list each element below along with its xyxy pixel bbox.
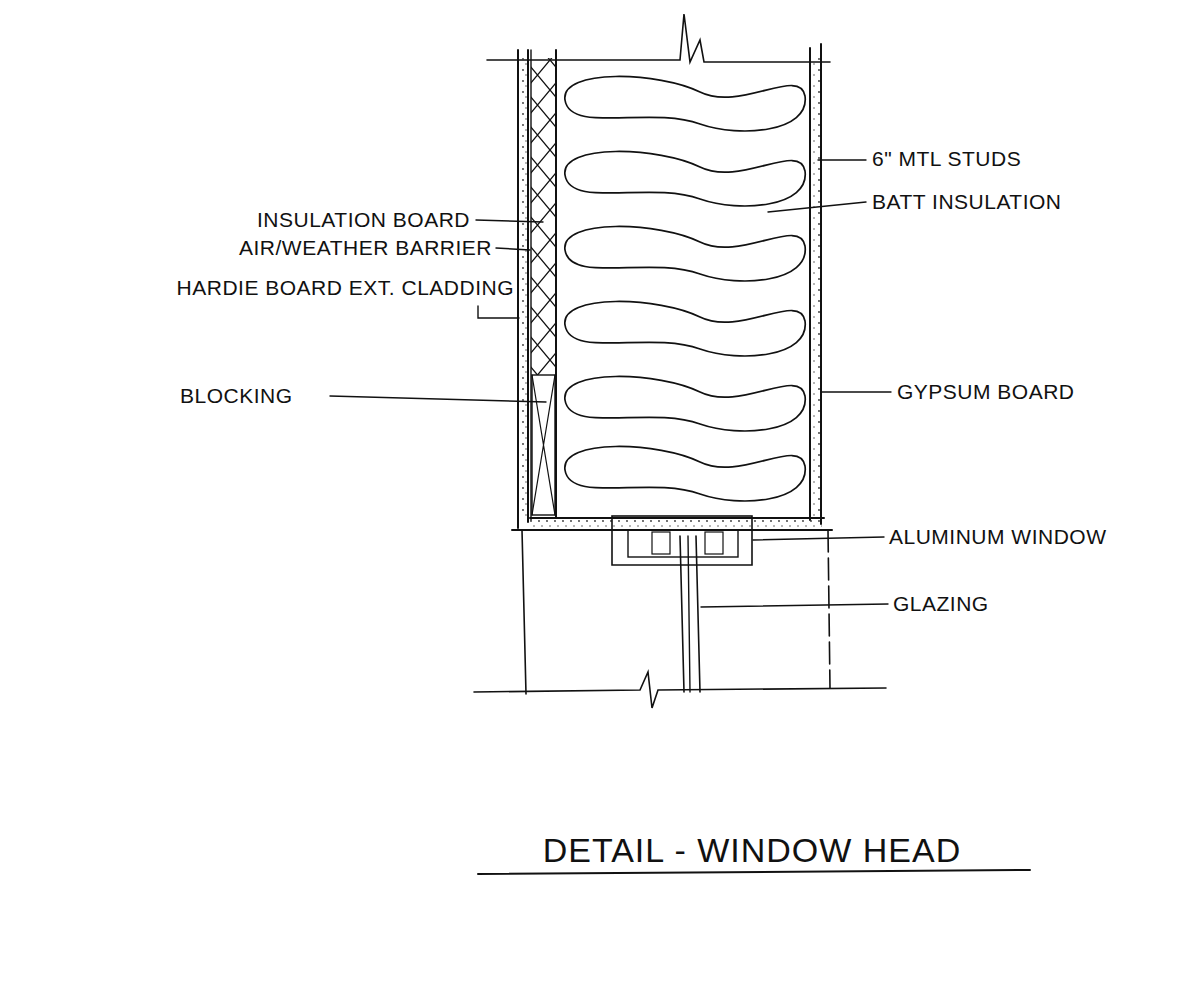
jamb-line — [828, 530, 830, 688]
head-track — [530, 517, 824, 519]
part-label: GLAZING — [893, 592, 989, 616]
cladding-face — [517, 50, 519, 528]
gypsum-face — [820, 44, 822, 524]
title-underline — [478, 870, 1030, 874]
break-line — [474, 672, 886, 708]
part-label: 6" MTL STUDS — [872, 147, 1021, 171]
glass-pane — [688, 536, 690, 692]
glass-pane — [696, 536, 700, 692]
batt-insulation — [565, 76, 805, 500]
part-label: GYPSUM BOARD — [897, 380, 1075, 404]
jamb-line — [522, 530, 526, 694]
glass-pane — [680, 536, 684, 692]
glazing-stop — [652, 532, 670, 554]
glazing-stop — [705, 532, 723, 554]
break-line — [487, 14, 830, 62]
head-trim-fill — [528, 519, 822, 527]
window-frame-inner — [628, 530, 738, 557]
part-label: BLOCKING — [180, 384, 293, 408]
window-frame — [612, 516, 752, 530]
part-label: ALUMINUM WINDOW — [889, 525, 1106, 549]
part-label: BATT INSULATION — [872, 190, 1062, 214]
window-frame — [612, 530, 752, 565]
gypsum-fill — [812, 58, 821, 520]
blocking — [532, 375, 555, 515]
cladding-fill — [518, 58, 528, 520]
part-label: AIR/WEATHER BARRIER — [239, 236, 492, 260]
detail-title: DETAIL - WINDOW HEAD — [543, 830, 962, 870]
insulation-board-hatch — [531, 58, 555, 375]
cladding-back — [527, 50, 529, 522]
stud-flange — [809, 48, 811, 520]
part-label: HARDIE BOARD EXT. CLADDING — [177, 276, 514, 300]
blocking-cross — [532, 375, 555, 515]
part-label: INSULATION BOARD — [257, 208, 470, 232]
